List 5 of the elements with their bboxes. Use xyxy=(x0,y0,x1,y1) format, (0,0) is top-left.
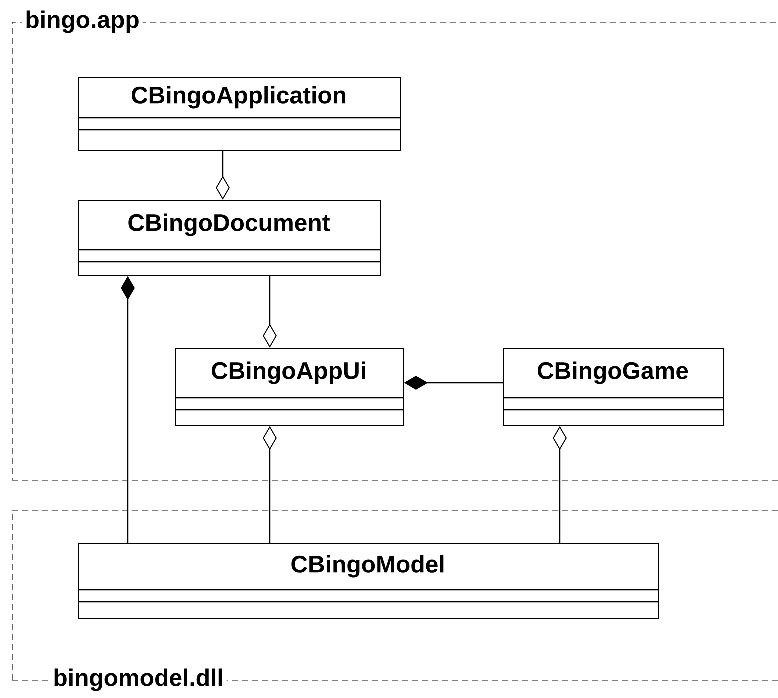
class-box: CBingoModel xyxy=(78,543,660,620)
class-box: CBingoDocument xyxy=(78,200,382,276)
class-box: CBingoApplication xyxy=(78,77,402,152)
class-box: CBingoGame xyxy=(503,348,724,426)
class-box: CBingoAppUi xyxy=(175,348,404,426)
